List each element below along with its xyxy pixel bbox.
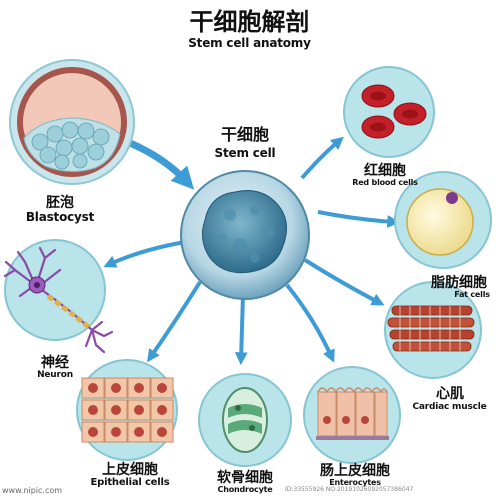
chondro-label-en: Chondrocyte — [217, 485, 273, 494]
neuron-label-en: Neuron — [37, 370, 73, 380]
entero-label-en: Enterocytes — [329, 478, 381, 487]
enterocytes-cells — [303, 366, 401, 464]
cardiac-muscle-cell — [384, 281, 482, 379]
chondrocyte-cell — [198, 373, 292, 467]
arrow-to-epithelial — [147, 280, 202, 363]
page-subtitle: Stem cell anatomy — [188, 36, 311, 50]
arrow-to-rbc — [300, 136, 344, 180]
arrow-to-entero — [285, 283, 335, 363]
page-title: 干细胞解剖 — [189, 8, 310, 36]
epithelial-cells — [76, 359, 178, 461]
entero-label-zh: 肠上皮细胞 — [320, 463, 390, 479]
stem-cell-label-en: Stem cell — [214, 146, 276, 160]
fat-label-zh: 脂肪细胞 — [431, 275, 487, 291]
blastocyst-label-zh: 胚泡 — [46, 195, 74, 211]
fat-label-en: Fat cells — [454, 290, 490, 299]
stem-cell — [180, 170, 310, 300]
watermark-id: ID:33555926 NO:20191026092057386047 — [285, 486, 414, 493]
cardiac-label-zh: 心肌 — [436, 386, 464, 402]
chondro-label-zh: 软骨细胞 — [217, 470, 273, 486]
rbc-label-zh: 红细胞 — [364, 163, 406, 179]
arrow-to-cardiac — [303, 258, 385, 306]
epithelial-label-en: Epithelial cells — [90, 477, 170, 488]
arrows — [103, 136, 401, 366]
stem-cell-label-zh: 干细胞 — [220, 125, 269, 144]
arrow-blastocyst-to-stem — [128, 139, 195, 190]
watermark-url: www.nipic.com — [2, 486, 63, 495]
arrow-to-fat — [317, 210, 401, 228]
cardiac-label-en: Cardiac muscle — [412, 402, 487, 412]
rbc-label-en: Red blood cells — [352, 178, 418, 187]
fat-cell — [394, 171, 492, 269]
blastocyst-label-en: Blastocyst — [25, 210, 95, 224]
arrow-to-neuron — [103, 240, 186, 268]
arrow-to-chondro — [234, 294, 248, 366]
neuron-label-zh: 神经 — [41, 355, 69, 371]
epithelial-label-zh: 上皮细胞 — [102, 462, 158, 478]
neuron-cell — [3, 239, 114, 354]
blastocyst-cell — [9, 59, 135, 185]
red-blood-cells — [343, 66, 435, 158]
